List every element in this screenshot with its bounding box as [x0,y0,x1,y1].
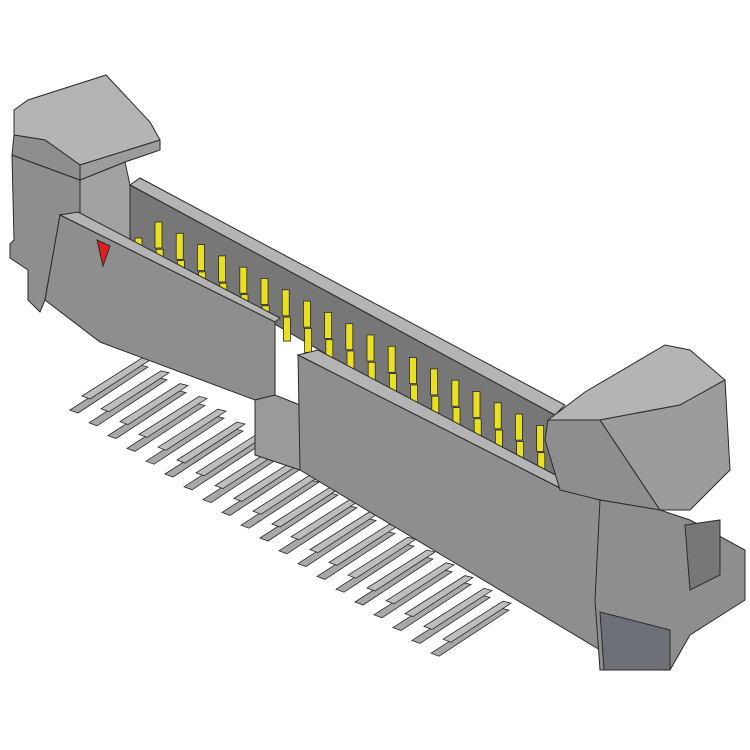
solder-tail [366,549,436,592]
solder-tail [157,408,227,451]
solder-tail [176,421,246,464]
contact-pin-back [366,334,375,362]
contact-pin-back [430,368,439,396]
solder-tail [100,370,170,413]
left-latch-side [79,139,161,181]
right-end-recess [684,519,721,591]
contact-pin-back [536,424,544,452]
contact-pin-back [154,221,163,249]
solder-tail [423,587,493,630]
contact-pin-back [260,278,269,305]
contact-pin-back [281,289,290,317]
pin1-marker [96,239,111,268]
contact-pin-back [218,255,227,283]
contact-pin-back [387,345,396,373]
right-end-foot [599,611,671,671]
contact-pin-back [515,413,523,441]
contact-pin-back [408,357,417,385]
contact-pin-back [324,311,333,339]
solder-tail [138,395,208,438]
contact-pin-front [282,316,291,342]
contact-pin-back [302,300,311,328]
solder-tail [119,383,189,426]
contact-pin-back [472,391,481,418]
contact-pin-back [451,379,460,407]
contact-pin-back [196,244,205,272]
solder-tails [69,357,512,657]
contact-pin-back [493,402,502,430]
solder-tail [442,600,512,643]
contact-pin-back [175,232,184,260]
solder-tail [404,575,474,618]
solder-tail [385,562,455,605]
contact-pin-back [239,266,248,294]
right-latch-side [599,379,731,511]
contact-pin-front [304,327,313,353]
contact-pin-back [345,323,354,351]
